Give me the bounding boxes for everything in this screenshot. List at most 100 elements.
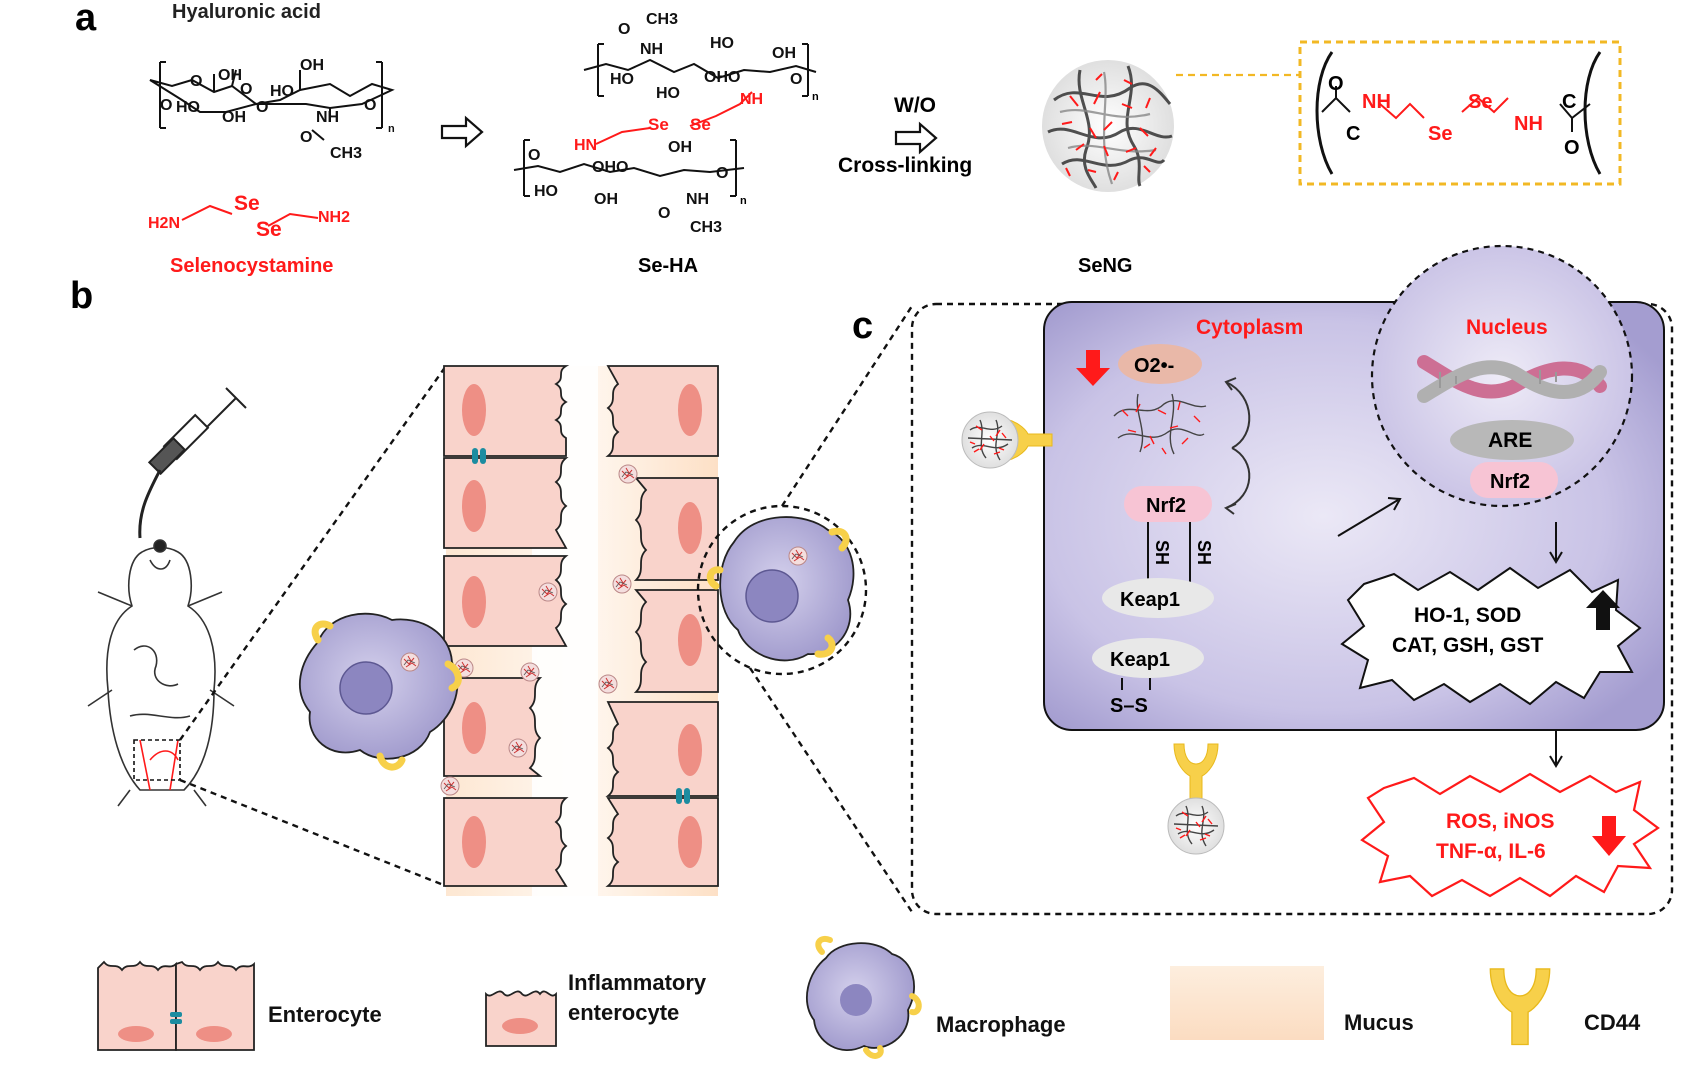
enzymes-line-1: HO-1, SOD [1414, 604, 1521, 627]
legend-inflammatory-line-2: enterocyte [568, 1000, 679, 1025]
left-epithelium [443, 365, 570, 887]
ha-o-5: O [364, 97, 376, 114]
hyaluronic-acid-title: Hyaluronic acid [172, 1, 321, 23]
outcome-line-1: ROS, iNOS [1446, 810, 1555, 833]
seha-oh-bot-2: OH [594, 191, 618, 208]
are-badge [1450, 420, 1574, 460]
nucleus-label: Nucleus [1466, 316, 1548, 339]
ha-ho-2: HO [176, 99, 200, 116]
seha-o-top-r: O [790, 71, 802, 88]
enterocyte [443, 677, 543, 777]
seha-se-1: Se [648, 115, 669, 134]
keap1-label: Keap1 [1120, 589, 1180, 611]
seha-ch3-bot: CH3 [690, 219, 722, 236]
outcome-burst [1360, 772, 1660, 898]
sc-se-2: Se [256, 218, 282, 241]
seha-oh-top: OH [772, 45, 796, 62]
seha-nh-top: NH [640, 41, 663, 58]
seha-ho-bot: HO [534, 183, 558, 200]
outcome-line-2: TNF-α, IL-6 [1436, 840, 1546, 863]
syringe-icon [138, 387, 247, 539]
nrf2-badge [1124, 486, 1212, 522]
enterocyte [605, 365, 719, 457]
macrophage-icon [706, 516, 855, 662]
cd44-receptor-icon [1173, 743, 1219, 801]
enzymes-line-2: CAT, GSH, GST [1392, 634, 1543, 657]
nrf2-label: Nrf2 [1146, 495, 1186, 517]
ss-label: S–S [1110, 695, 1148, 717]
selenocystamine-label: Selenocystamine [170, 255, 333, 277]
ha-o-4: O [256, 99, 268, 116]
enterocyte [443, 365, 570, 457]
legend-cd44: CD44 [1584, 1010, 1641, 1035]
panel-c: Cytoplasm Nucleus O2•- Nrf2 SH SH Keap1 … [910, 244, 1674, 916]
panel-b [87, 305, 914, 913]
seha-nh-red: NH [740, 91, 763, 108]
seha-ho-top: HO [710, 35, 734, 52]
seha-n-top: n [812, 91, 819, 103]
seha-ch3-top: CH3 [646, 11, 678, 28]
macrophage-icon [298, 612, 462, 771]
up-arrow-icon [1586, 590, 1620, 630]
down-arrow-icon [1076, 350, 1110, 386]
seha-o-bot-r: O [716, 165, 728, 182]
seha-oho-bot: OHO [592, 159, 628, 176]
seha-o-top: O [618, 21, 630, 38]
detail-o-left: O [1328, 73, 1344, 95]
ha-atoms: OH O OH O HO O HO OH O NH O O CH3 n [160, 57, 395, 162]
right-epithelium [605, 365, 719, 887]
sc-h2n: H2N [148, 215, 180, 232]
superoxide-badge [1118, 344, 1202, 384]
legend-macrophage: Macrophage [936, 1012, 1066, 1037]
legend-inflammatory-icon [485, 990, 557, 1047]
nanogel-icon [1042, 60, 1174, 192]
crosslink-detail: O C NH Se Se NH C O [1315, 51, 1602, 175]
cytoplasm-label: Cytoplasm [1196, 316, 1303, 339]
seha-o-bot: O [658, 205, 670, 222]
detail-c-right: C [1562, 91, 1576, 113]
translocation-arrow [1337, 499, 1399, 537]
detail-nh-right: NH [1514, 113, 1543, 135]
seng-label: SeNG [1078, 255, 1132, 277]
detail-c-left: C [1346, 123, 1360, 145]
seha-ho-top-2: HO [610, 71, 634, 88]
dna-icon [1417, 355, 1607, 403]
enterocyte [443, 457, 569, 549]
zoom-circle [696, 504, 868, 676]
se-ha-crosslink [595, 91, 753, 145]
hyaluronic-acid-structure [149, 61, 395, 141]
detail-se-1: Se [1428, 123, 1452, 145]
ha-o-2: O [240, 81, 252, 98]
nrf2-nucleus-label: Nrf2 [1490, 471, 1530, 493]
keap1-ss-badge [1092, 638, 1204, 678]
nanogel-icon [961, 411, 1019, 469]
zoom-line-bottom [749, 667, 913, 913]
panel-label-b: b [70, 275, 93, 317]
sh-label-2: SH [1194, 540, 1214, 565]
ha-oh-2: OH [300, 57, 324, 74]
nanogel-icon [1113, 393, 1207, 455]
enterocyte [443, 555, 569, 647]
legend-enterocyte-icon [97, 960, 255, 1051]
enterocyte [605, 701, 719, 797]
legend-inflammatory-line-1: Inflammatory [568, 970, 707, 995]
enterocyte [443, 797, 569, 887]
enterocyte [605, 797, 719, 887]
ha-oh-3: OH [222, 109, 246, 126]
are-label: ARE [1488, 429, 1532, 452]
ha-ch3: CH3 [330, 145, 362, 162]
seha-nh-bot: NH [686, 191, 709, 208]
tight-junction-icon [472, 448, 486, 464]
seha-o-bot-l: O [528, 147, 540, 164]
mouse-icon [87, 539, 235, 807]
se-ha-structure [513, 43, 817, 197]
panel-a: Hyaluronic acid OH O OH O HO O HO OH O N… [148, 1, 1622, 277]
ha-oh-1: OH [218, 67, 242, 84]
legend-macrophage-icon [805, 936, 922, 1059]
reaction-condition-top: W/O [894, 94, 936, 117]
nrf2-nucleus-badge [1470, 462, 1558, 498]
ha-n-subscript: n [388, 123, 395, 135]
tight-junction-icon [676, 788, 690, 804]
enterocyte [633, 589, 719, 693]
se-ha-label: Se-HA [638, 255, 698, 277]
